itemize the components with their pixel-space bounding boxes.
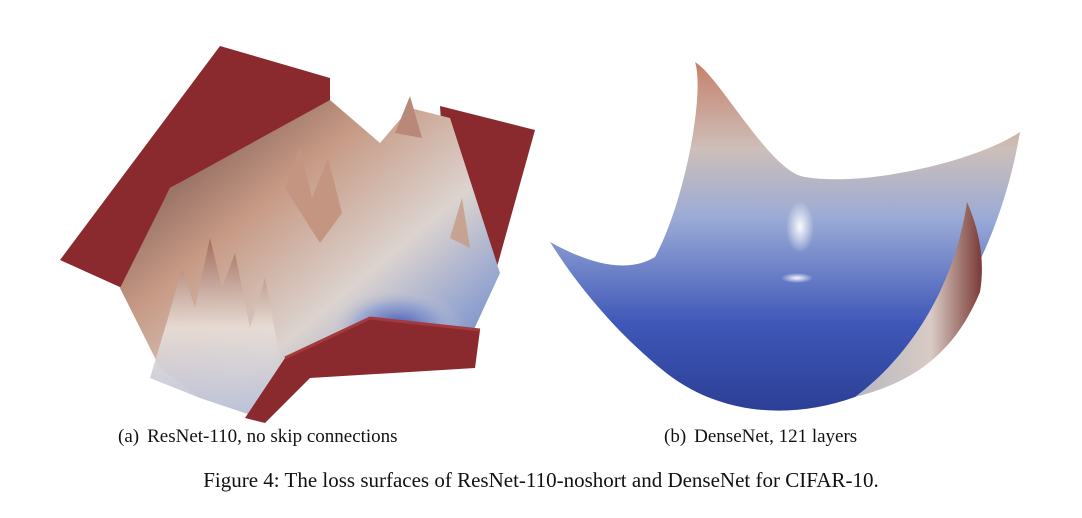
loss-surface-plot-b	[550, 62, 1020, 411]
subfigure-text-b: DenseNet, 121 layers	[694, 426, 858, 447]
subfigure-caption-a: (a) ResNet-110, no skip connections	[118, 426, 398, 448]
subfigure-tag-b: (b)	[664, 426, 687, 447]
subfigure-tag-a: (a)	[118, 426, 140, 447]
loss-surface-resnet-noshort	[50, 38, 550, 423]
subfigure-text-a: ResNet-110, no skip connections	[147, 426, 398, 447]
subfigure-caption-b: (b) DenseNet, 121 layers	[664, 426, 857, 448]
loss-surface-plot-a	[60, 46, 535, 423]
loss-surface-densenet	[535, 52, 1030, 422]
figure-caption: Figure 4: The loss surfaces of ResNet-11…	[203, 468, 879, 492]
